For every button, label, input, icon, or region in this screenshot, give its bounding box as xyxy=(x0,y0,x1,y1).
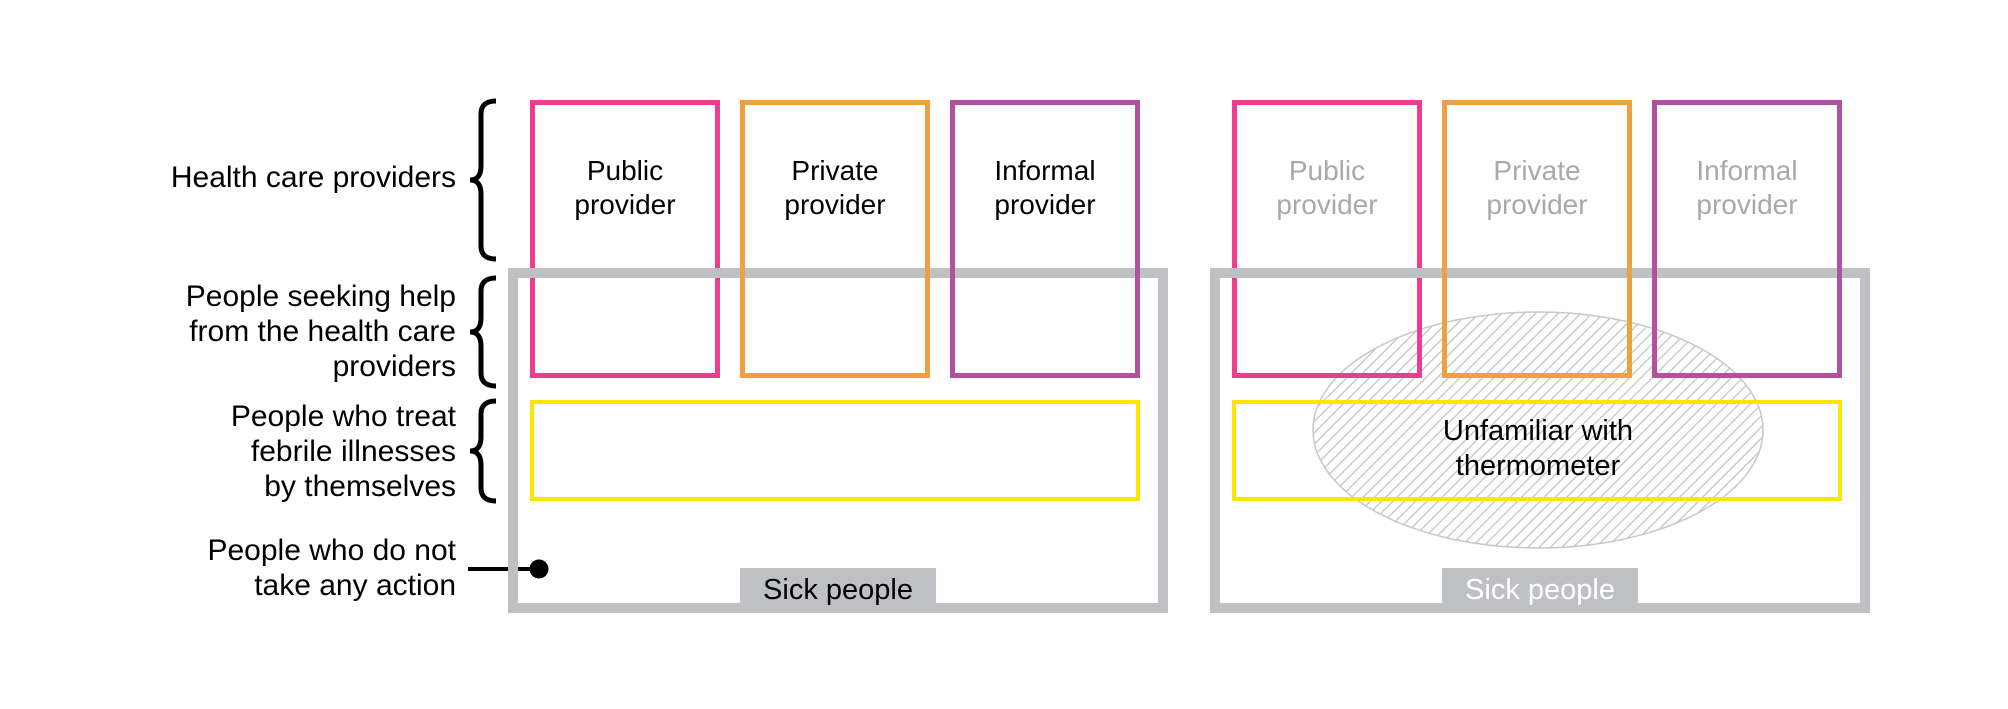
unfamiliar-thermometer-label: Unfamiliar with thermometer xyxy=(1442,415,1634,482)
private-provider-box: Private provider xyxy=(1442,100,1632,378)
self-treatment-box xyxy=(530,400,1140,501)
curly-brace-icon xyxy=(469,398,497,504)
public-provider-box: Public provider xyxy=(530,100,720,378)
self-treatment-box xyxy=(1232,400,1842,501)
row-label-health-care-providers: Health care providers xyxy=(170,161,456,194)
row-label-people-self-treat: People who treat febrile illnesses by th… xyxy=(230,400,456,503)
diagram-before: Public provider Private provider Informa… xyxy=(508,0,1168,680)
sick-people-badge: Sick people xyxy=(740,568,936,613)
sick-people-badge: Sick people xyxy=(1442,568,1638,613)
curly-brace-icon xyxy=(469,275,497,389)
pointer-line-dot-icon xyxy=(468,559,549,579)
informal-provider-box: Informal provider xyxy=(1652,100,1842,378)
private-provider-box: Private provider xyxy=(740,100,930,378)
row-label-people-seeking-help: People seeking help from the health care… xyxy=(185,280,456,383)
row-label-people-no-action: People who do not take any action xyxy=(207,534,456,602)
curly-brace-icon xyxy=(469,98,497,262)
informal-provider-box: Informal provider xyxy=(950,100,1140,378)
public-provider-box: Public provider xyxy=(1232,100,1422,378)
hatched-ellipse xyxy=(1312,311,1764,549)
diagram-after: Public provider Private provider Informa… xyxy=(1210,0,1870,680)
